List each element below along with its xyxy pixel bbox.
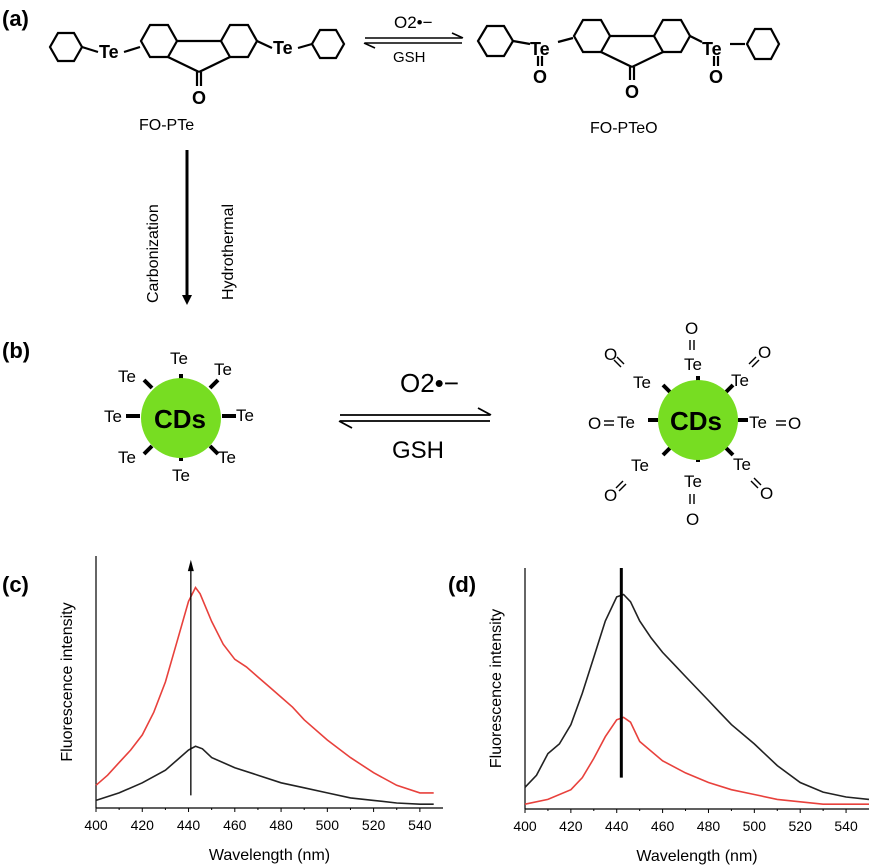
fluorenone-ring-right	[652, 18, 692, 54]
te-atom: Te	[214, 360, 232, 379]
phenyl-ring-left	[476, 24, 515, 58]
fluorenone-ring-right	[219, 23, 259, 59]
fluorenone-ring-left	[572, 18, 612, 54]
te-atom: Te	[170, 349, 188, 368]
x-tick-label: 400	[513, 818, 537, 834]
te-oxo-o: O	[758, 343, 771, 362]
molecule-fo-pte	[48, 23, 346, 86]
te-atom: Te	[631, 456, 649, 475]
te-oxo-o: O	[709, 67, 723, 87]
te-atom: Te	[172, 466, 190, 485]
panel-b: (b) CDs Te Te Te Te Te Te Te Te	[2, 319, 801, 529]
equilibrium-arrows-a	[363, 32, 464, 49]
x-axis-label: Wavelength (nm)	[636, 848, 757, 865]
phenyl-ring-right	[745, 27, 781, 61]
te-oxo-o: O	[604, 486, 617, 505]
cd-particle-reduced: CDs Te Te Te Te Te Te Te Te	[104, 349, 254, 485]
x-tick-label: 460	[651, 818, 675, 834]
molecule-name-fo-pte: FO-PTe	[139, 117, 194, 134]
series-line-2	[95, 745, 434, 806]
te-oxo-o: O	[686, 510, 699, 529]
te-oxo-o: O	[685, 319, 698, 338]
panel-a: (a) Te Te O FO-PTe	[2, 6, 781, 305]
te-atom: Te	[733, 455, 751, 474]
series-line-2	[524, 716, 869, 806]
te-oxo-o: O	[604, 345, 617, 364]
te-atom: Te	[99, 42, 119, 62]
reagent-superoxide: O2•−	[400, 368, 459, 398]
x-tick-label: 480	[269, 817, 293, 833]
x-tick-label: 420	[131, 817, 155, 833]
te-atom: Te	[731, 371, 749, 390]
cd-core-label: CDs	[154, 404, 206, 434]
x-axis-label: Wavelength (nm)	[209, 847, 330, 864]
series-line-1	[524, 593, 870, 801]
reagent-superoxide: O2•−	[394, 13, 433, 32]
fluorenone-ring-left	[139, 23, 179, 59]
cd-particle-oxidized: CDs Te Te Te Te Te Te Te Te O O O O O O …	[588, 319, 801, 529]
reagent-gsh: GSH	[392, 437, 444, 464]
x-tick-label: 460	[223, 817, 247, 833]
x-tick-label: 400	[84, 817, 108, 833]
te-atom: Te	[118, 448, 136, 467]
x-tick-label: 500	[316, 817, 340, 833]
panel-d-label: (d)	[448, 572, 476, 597]
te-atom: Te	[104, 407, 122, 426]
te-atom: Te	[749, 413, 767, 432]
y-axis-label: Fluorescence intensity	[59, 602, 76, 761]
panel-a-label: (a)	[2, 6, 29, 31]
series-line-1	[95, 585, 434, 794]
equilibrium-arrows-b	[338, 407, 492, 429]
te-atom: Te	[530, 39, 550, 59]
te-atom: Te	[273, 38, 293, 58]
x-tick-label: 440	[605, 818, 629, 834]
te-oxo-o: O	[588, 414, 601, 433]
molecule-fo-pteo	[476, 18, 781, 80]
te-atom: Te	[684, 355, 702, 374]
te-atom: Te	[684, 472, 702, 491]
phenyl-ring-right	[310, 28, 346, 60]
cd-core-label: CDs	[670, 406, 722, 436]
panel-c-label: (c)	[2, 572, 29, 597]
x-tick-label: 540	[408, 817, 432, 833]
cd-core	[658, 380, 738, 460]
te-atom: Te	[633, 373, 651, 392]
te-atom: Te	[236, 406, 254, 425]
label-hydrothermal: Hydrothermal	[220, 204, 237, 300]
te-atom: Te	[617, 413, 635, 432]
carbonyl-o: O	[625, 82, 639, 102]
te-atom: Te	[118, 367, 136, 386]
marker-arrowhead	[187, 559, 194, 572]
x-tick-label: 520	[789, 818, 813, 834]
te-atom: Te	[218, 448, 236, 467]
y-axis-label: Fluorescence intensity	[488, 609, 505, 768]
cd-core	[141, 378, 221, 458]
te-oxo-o: O	[533, 67, 547, 87]
carbonyl-o: O	[192, 88, 206, 108]
x-tick-label: 440	[177, 817, 201, 833]
molecule-name-fo-pteo: FO-PTeO	[590, 120, 658, 137]
x-tick-label: 500	[743, 818, 767, 834]
te-oxo-o: O	[788, 414, 801, 433]
x-tick-label: 420	[559, 818, 583, 834]
phenyl-ring-left	[48, 31, 84, 63]
x-tick-label: 480	[697, 818, 721, 834]
reagent-gsh: GSH	[393, 49, 426, 66]
te-oxo-o: O	[760, 484, 773, 503]
x-tick-label: 520	[362, 817, 386, 833]
te-atom: Te	[702, 39, 722, 59]
x-tick-label: 540	[834, 818, 858, 834]
label-carbonization: Carbonization	[145, 204, 162, 303]
panel-b-label: (b)	[2, 338, 30, 363]
